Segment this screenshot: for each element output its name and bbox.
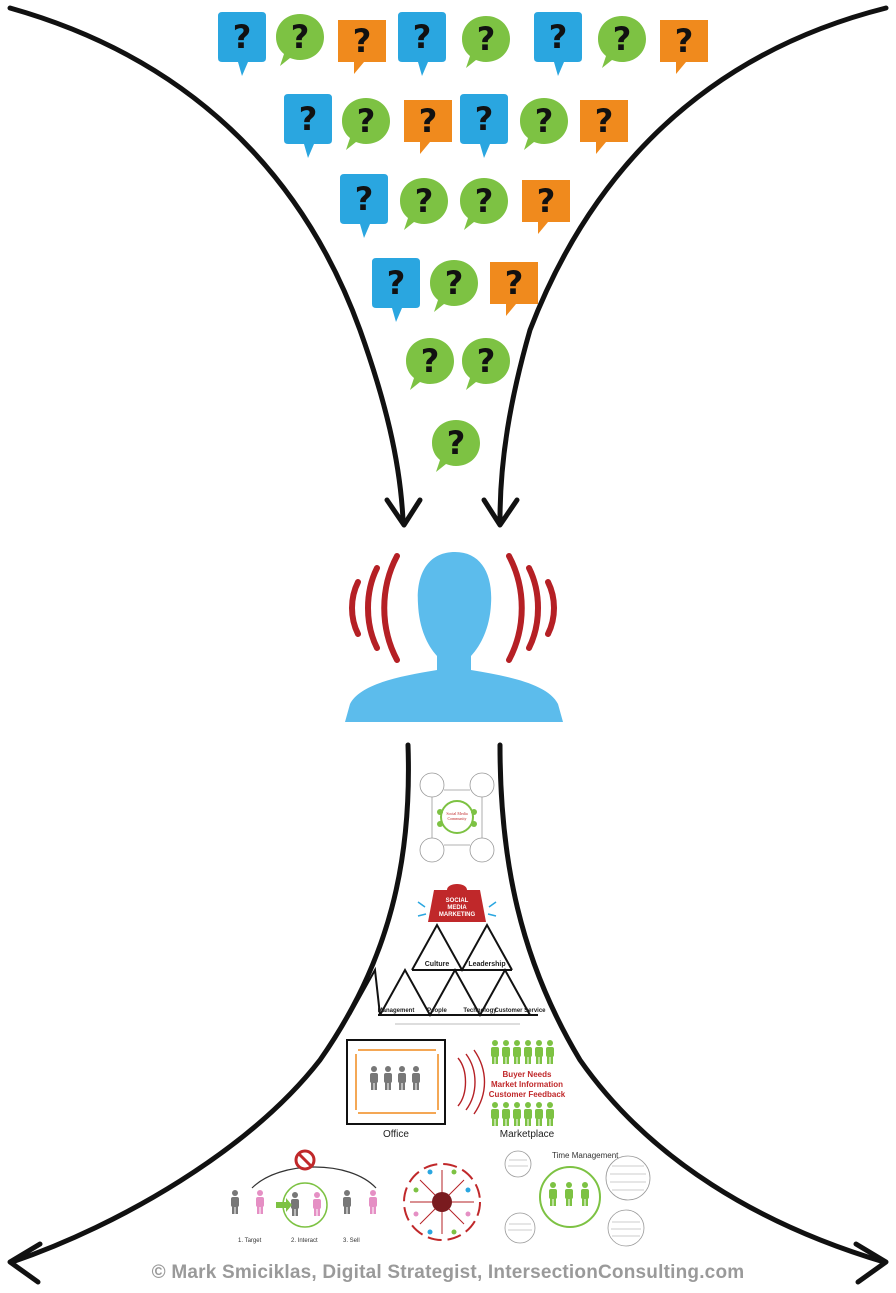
question-bubble-icon: ?	[534, 12, 582, 76]
pyramid-top-line-2: MEDIA	[447, 905, 467, 911]
question-mark: ?	[477, 342, 496, 380]
question-bubble-icon: ?	[340, 174, 388, 238]
question-bubble-icon: ?	[276, 14, 324, 66]
question-bubble-icon: ?	[660, 20, 708, 74]
question-bubble-icon: ?	[432, 420, 480, 472]
time-management-title: Time Management	[552, 1151, 619, 1160]
step-sell: 3. Sell	[343, 1238, 360, 1244]
question-mark: ?	[535, 102, 554, 140]
question-bubble-icon: ?	[338, 20, 386, 74]
question-bubble-icon: ?	[522, 180, 570, 234]
question-mark: ?	[613, 20, 632, 58]
top-left-curve	[7, 5, 406, 523]
pyramid-top-line-1: SOCIAL	[446, 898, 469, 904]
pyramid-label-people: People	[427, 1008, 447, 1014]
question-bubble-icon: ?	[400, 178, 448, 230]
question-bubble-icon: ?	[406, 338, 454, 390]
question-mark: ?	[475, 100, 494, 138]
question-bubble-icon: ?	[372, 258, 420, 322]
target-interact-sell-diagram: 1. Target 2. Interact 3. Sell	[231, 1149, 377, 1244]
question-mark: ?	[595, 102, 614, 140]
time-management-diagram: Time Management	[504, 1150, 651, 1247]
question-mark: ?	[415, 182, 434, 220]
needs-line-3: Customer Feedback	[489, 1090, 566, 1099]
pyramid-label-technology: Technology	[463, 1008, 497, 1014]
question-mark: ?	[505, 264, 524, 302]
arrowhead-bottom-left	[7, 1241, 43, 1285]
arrowhead-down-right	[481, 497, 520, 528]
office-label: Office	[383, 1129, 409, 1140]
sound-waves-left	[349, 553, 400, 663]
question-bubble-icon: ?	[490, 262, 538, 316]
arrowhead-down-left	[384, 497, 423, 528]
question-mark: ?	[549, 18, 568, 56]
pyramid-weight-top	[428, 884, 486, 922]
pyramid-label-customer-service: Customer Service	[494, 1008, 546, 1014]
office-box	[346, 1039, 446, 1125]
question-bubble-icon: ?	[462, 338, 510, 390]
marketplace-people-top	[491, 1040, 554, 1064]
impact-lines	[417, 901, 497, 917]
question-mark: ?	[421, 342, 440, 380]
question-mark: ?	[357, 102, 376, 140]
step-target: 1. Target	[238, 1238, 262, 1244]
arrowhead-bottom-right	[853, 1241, 889, 1285]
question-bubble-icon: ?	[398, 12, 446, 76]
question-mark: ?	[299, 100, 318, 138]
question-mark: ?	[445, 264, 464, 302]
question-bubble-icon: ?	[430, 260, 478, 312]
question-bubble-icon: ?	[342, 98, 390, 150]
question-bubble-icon: ?	[460, 178, 508, 230]
question-mark: ?	[387, 264, 406, 302]
pyramid-label-culture: Culture	[425, 961, 450, 968]
funnel-lines	[7, 5, 889, 1265]
pyramid-label-management: Management	[378, 1008, 415, 1014]
office-marketplace-diagram: Office Buyer Needs Market Information Cu…	[346, 1039, 566, 1140]
question-mark: ?	[419, 102, 438, 140]
question-bubble-icon: ?	[462, 16, 510, 68]
person-silhouette-icon	[345, 552, 563, 722]
question-mark: ?	[537, 182, 556, 220]
bottom-left-curve	[9, 742, 411, 1265]
arrowheads	[7, 497, 889, 1285]
question-bubble-icon: ?	[520, 98, 568, 150]
question-mark: ?	[475, 182, 494, 220]
needs-line-1: Buyer Needs	[503, 1070, 552, 1079]
marketplace-label: Marketplace	[500, 1129, 555, 1140]
signal-arcs	[457, 1049, 486, 1115]
top-right-curve	[497, 5, 889, 523]
marketplace-people-bottom	[491, 1102, 554, 1126]
bottom-right-curve	[497, 742, 887, 1265]
sound-waves-right	[506, 553, 557, 663]
question-mark: ?	[233, 18, 252, 56]
social-media-pyramid: SOCIAL MEDIA MARKETING Culture Leadershi…	[349, 884, 546, 1025]
pyramid-top-line-3: MARKETING	[439, 912, 476, 918]
question-bubbles: ????????????????????????	[218, 12, 708, 472]
question-bubble-icon: ?	[580, 100, 628, 154]
question-bubble-icon: ?	[284, 94, 332, 158]
circular-wheel-diagram	[403, 1163, 481, 1241]
question-bubble-icon: ?	[218, 12, 266, 76]
question-mark: ?	[675, 22, 694, 60]
question-mark: ?	[291, 18, 310, 56]
question-mark: ?	[447, 424, 466, 462]
question-mark: ?	[413, 18, 432, 56]
svg-text:Community: Community	[447, 816, 466, 821]
community-network-thumbnail: Social Media Community	[419, 772, 495, 863]
question-bubble-icon: ?	[460, 94, 508, 158]
question-bubble-icon: ?	[598, 16, 646, 68]
step-interact: 2. Interact	[291, 1238, 318, 1244]
pyramid-label-leadership: Leadership	[468, 961, 505, 968]
listening-person	[345, 552, 563, 722]
question-mark: ?	[355, 180, 374, 218]
question-bubble-icon: ?	[404, 100, 452, 154]
needs-line-2: Market Information	[491, 1080, 563, 1089]
question-mark: ?	[477, 20, 496, 58]
svg-text:Social Media: Social Media	[446, 811, 467, 816]
question-mark: ?	[353, 22, 372, 60]
copyright-credit: © Mark Smiciklas, Digital Strategist, In…	[151, 1262, 745, 1283]
